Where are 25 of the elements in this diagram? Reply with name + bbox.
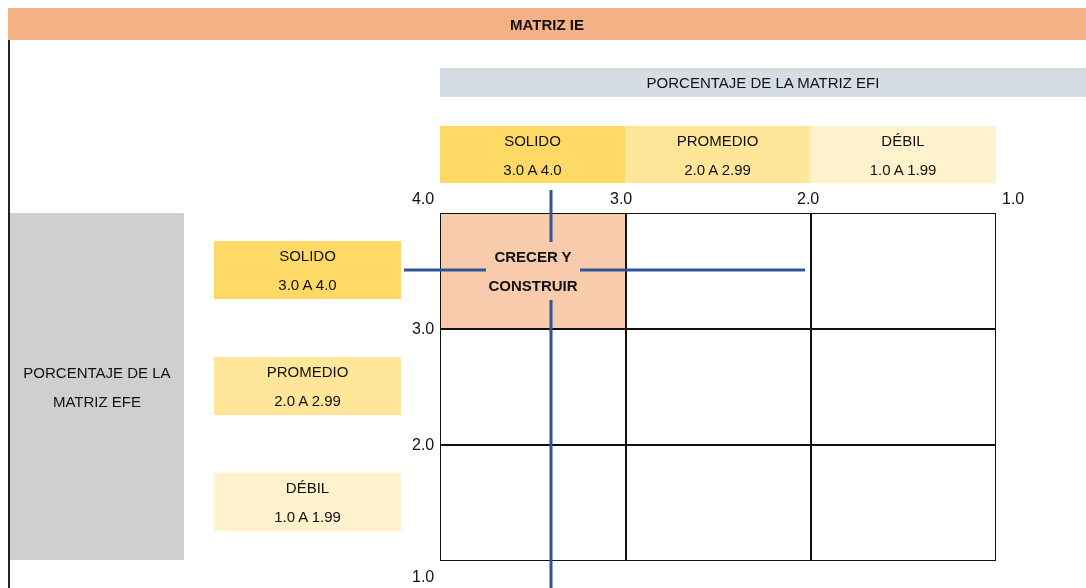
axis-tick-label: 2.0 <box>797 190 820 208</box>
rating-box: SOLIDO 3.0 A 4.0 <box>214 241 401 299</box>
matrix-cell <box>440 445 626 561</box>
axis-tick-label: 1.0 <box>412 568 435 586</box>
axis-tick-label: 2.0 <box>412 436 435 454</box>
matrix-cell <box>811 445 996 561</box>
axis-tick-label: 1.0 <box>1002 190 1025 208</box>
rating-box: PROMEDIO 2.0 A 2.99 <box>214 357 401 415</box>
matrix-cell <box>440 329 626 445</box>
axis-tick-label: 3.0 <box>610 190 633 208</box>
matrix-cell <box>811 329 996 445</box>
axis-tick-label: 3.0 <box>412 320 435 338</box>
matrix-cell <box>626 329 811 445</box>
matrix-cell <box>626 213 811 329</box>
title-bar: MATRIZ IE <box>8 8 1086 40</box>
rating-box: DÉBIL 1.0 A 1.99 <box>214 473 401 531</box>
scale-header: PORCENTAJE DE LA MATRIZ EFE <box>10 213 184 560</box>
rating-box: DÉBIL 1.0 A 1.99 <box>810 126 996 183</box>
rating-box: PROMEDIO 2.0 A 2.99 <box>625 126 810 183</box>
matrix-cell <box>626 445 811 561</box>
matrix-cell: CRECER Y CONSTRUIR <box>440 213 626 329</box>
matrix-cell <box>811 213 996 329</box>
scale-header: PORCENTAJE DE LA MATRIZ EFI <box>440 68 1086 97</box>
rating-box: SOLIDO 3.0 A 4.0 <box>440 126 625 183</box>
axis-tick-label: 4.0 <box>412 190 435 208</box>
